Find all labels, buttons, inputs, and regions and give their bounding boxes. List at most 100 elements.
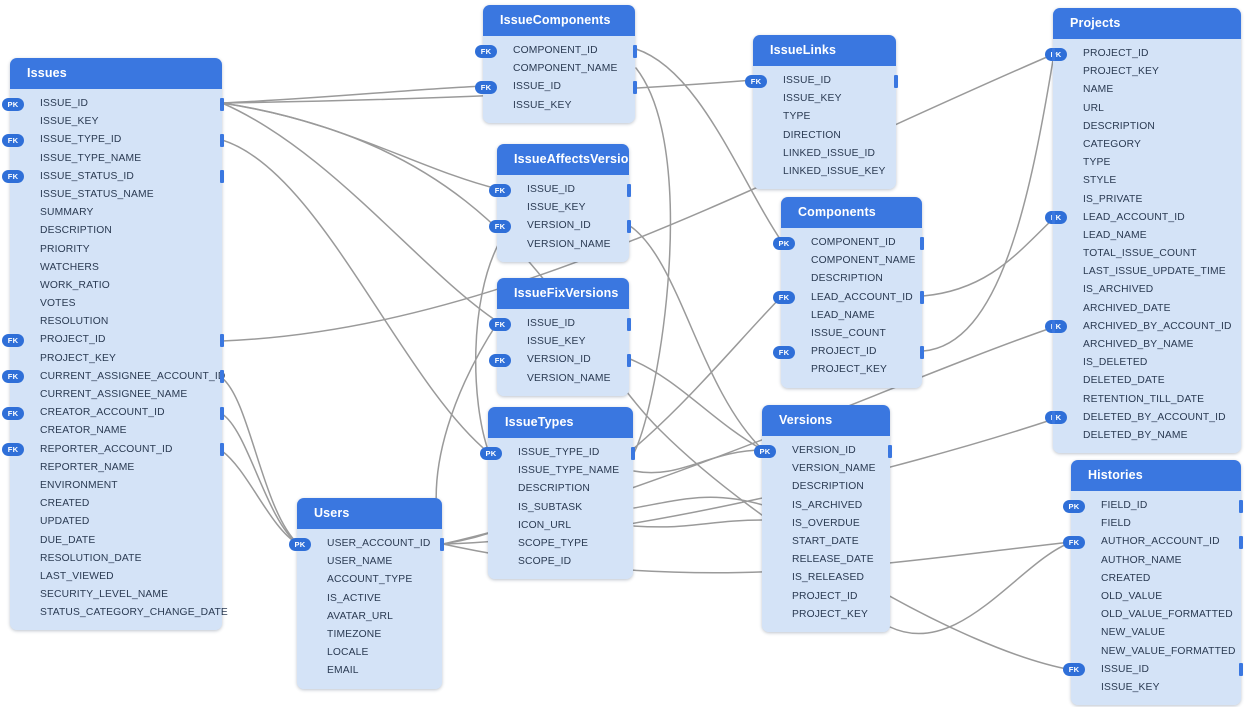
entity-column-row[interactable]: RESOLUTION_DATE (10, 550, 222, 568)
entity-column-row[interactable]: DELETED_DATE (1053, 372, 1241, 390)
entity-column-row[interactable]: ACCOUNT_TYPE (297, 571, 442, 589)
entity-column-row[interactable]: VOTES (10, 295, 222, 313)
entity-column-row[interactable]: DESCRIPTION (781, 270, 922, 288)
entity-column-row[interactable]: AUTHOR_NAME (1071, 552, 1241, 570)
entity-column-row[interactable]: AVATAR_URL (297, 608, 442, 626)
entity-column-row[interactable]: IS_ACTIVE (297, 590, 442, 608)
entity-column-row[interactable]: NEW_VALUE (1071, 624, 1241, 642)
entity-column-row[interactable]: TOTAL_ISSUE_COUNT (1053, 245, 1241, 263)
entity-column-row[interactable]: SECURITY_LEVEL_NAME (10, 586, 222, 604)
relationship-port[interactable] (220, 133, 224, 147)
entity-column-row[interactable]: SCOPE_TYPE (488, 535, 633, 553)
entity-column-row[interactable]: USER_NAME (297, 553, 442, 571)
entity-column-row[interactable]: REPORTER_NAME (10, 459, 222, 477)
entity-column-row[interactable]: DESCRIPTION (1053, 118, 1241, 136)
relationship-port[interactable] (631, 446, 635, 460)
relationship-port[interactable] (1051, 47, 1055, 61)
entity-column-row[interactable]: STYLE (1053, 172, 1241, 190)
entity-column-row[interactable]: LAST_ISSUE_UPDATE_TIME (1053, 263, 1241, 281)
entity-column-row[interactable]: TYPE (753, 108, 896, 126)
relationship-port[interactable] (1051, 411, 1055, 425)
relationship-port[interactable] (920, 236, 924, 250)
entity-column-row[interactable]: EMAIL (297, 662, 442, 680)
entity-column-row[interactable]: COMPONENT_NAME (483, 60, 635, 78)
entity-column-row[interactable]: IS_ARCHIVED (762, 497, 890, 515)
entity-column-row[interactable]: ISSUE_KEY (1071, 679, 1241, 697)
entity-column-row[interactable]: RETENTION_TILL_DATE (1053, 391, 1241, 409)
relationship-port[interactable] (220, 334, 224, 348)
entity-column-row[interactable]: ISSUE_KEY (497, 199, 629, 217)
entity-column-row[interactable]: LINKED_ISSUE_ID (753, 145, 896, 163)
entity-column-row[interactable]: IS_DELETED (1053, 354, 1241, 372)
entity-column-row[interactable]: CREATOR_NAME (10, 422, 222, 440)
entity-column-row[interactable]: LEAD_NAME (781, 307, 922, 325)
entity-column-row[interactable]: COMPONENT_NAME (781, 252, 922, 270)
entity-column-row[interactable]: TYPE (1053, 154, 1241, 172)
entity-column-row[interactable]: LAST_VIEWED (10, 568, 222, 586)
entity-column-row[interactable]: CREATED (10, 495, 222, 513)
entity-column-row[interactable]: VERSION_NAME (762, 460, 890, 478)
entity-column-row[interactable]: IS_RELEASED (762, 569, 890, 587)
entity-column-row[interactable]: ICON_URL (488, 517, 633, 535)
relationship-port[interactable] (220, 97, 224, 111)
entity-column-row[interactable]: CREATED (1071, 570, 1241, 588)
entity-column-row[interactable]: SUMMARY (10, 204, 222, 222)
entity-column-row[interactable]: SCOPE_ID (488, 553, 633, 571)
relationship-port[interactable] (627, 183, 631, 197)
relationship-port[interactable] (1239, 663, 1243, 677)
relationship-port[interactable] (220, 170, 224, 184)
entity-column-row[interactable]: NEW_VALUE_FORMATTED (1071, 643, 1241, 661)
entity-column-row[interactable]: ARCHIVED_BY_NAME (1053, 336, 1241, 354)
entity-column-row[interactable]: ISSUE_COUNT (781, 325, 922, 343)
entity-column-row[interactable]: RELEASE_DATE (762, 551, 890, 569)
entity-table-issueaffectsversions[interactable]: IssueAffectsVersionsFKISSUE_IDISSUE_KEYF… (489, 144, 631, 262)
entity-column-row[interactable]: VERSION_NAME (497, 236, 629, 254)
entity-column-row[interactable]: ENVIRONMENT (10, 477, 222, 495)
entity-column-row[interactable]: ARCHIVED_DATE (1053, 300, 1241, 318)
entity-column-row[interactable]: OLD_VALUE_FORMATTED (1071, 606, 1241, 624)
relationship-port[interactable] (220, 370, 224, 384)
entity-column-row[interactable]: DIRECTION (753, 127, 896, 145)
entity-column-row[interactable]: ISSUE_KEY (10, 113, 222, 131)
entity-column-row[interactable]: WATCHERS (10, 259, 222, 277)
entity-column-row[interactable]: IS_PRIVATE (1053, 191, 1241, 209)
entity-column-row[interactable]: URL (1053, 100, 1241, 118)
entity-column-row[interactable]: LOCALE (297, 644, 442, 662)
entity-column-row[interactable]: DESCRIPTION (762, 478, 890, 496)
entity-column-row[interactable]: LINKED_ISSUE_KEY (753, 163, 896, 181)
entity-column-row[interactable]: RESOLUTION (10, 313, 222, 331)
entity-column-row[interactable]: DESCRIPTION (10, 222, 222, 240)
entity-column-row[interactable]: ISSUE_KEY (753, 90, 896, 108)
entity-column-row[interactable]: TIMEZONE (297, 626, 442, 644)
relationship-port[interactable] (1239, 499, 1243, 513)
